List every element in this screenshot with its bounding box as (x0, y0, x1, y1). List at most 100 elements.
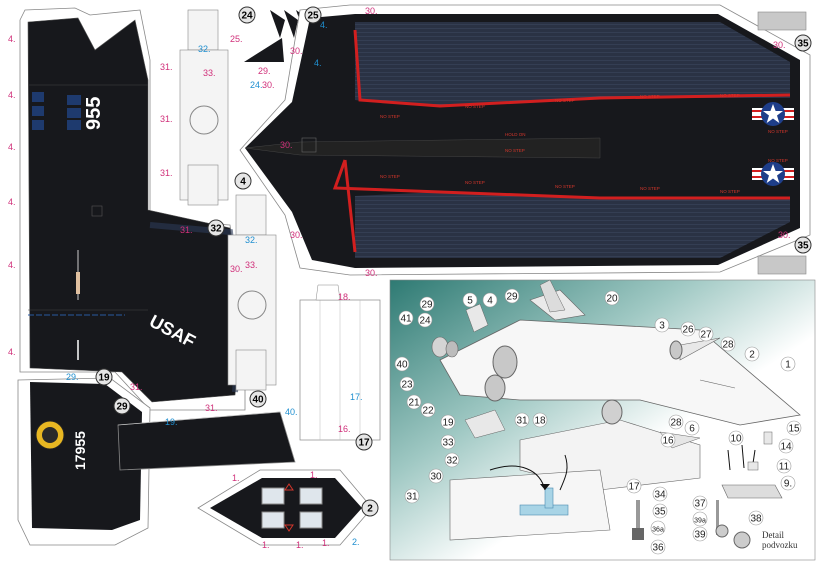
assembly-callout-number: 40 (396, 360, 408, 371)
assembly-callout: 31 (404, 488, 420, 504)
hold-label: HOLD ON (505, 132, 526, 137)
part-label: 2. (352, 537, 360, 547)
intake-tab-parts (757, 11, 807, 275)
assembly-diagram: Detail podvozku (389, 279, 816, 561)
detail-caption: podvozku (762, 540, 798, 550)
assembly-callout-number: 31 (406, 492, 418, 503)
assembly-callout-number: 29 (421, 300, 433, 311)
part-label: 4. (8, 34, 16, 44)
assembly-callout-number: 36 (652, 543, 664, 554)
assembly-callout-number: 37 (694, 499, 706, 510)
assembly-callout-number: 28 (722, 340, 734, 351)
part-label: 31. (160, 114, 173, 124)
nostep-label: NO STEP (555, 98, 575, 103)
part-label: 1. (322, 538, 330, 548)
assembly-callout-number: 19 (442, 418, 454, 429)
part-label: 32. (198, 44, 211, 54)
part-badge-number: 25 (307, 11, 319, 22)
assembly-callout-number: 36a (652, 527, 664, 534)
nostep-label: NO STEP (380, 114, 400, 119)
part-badge-number: 24 (241, 11, 253, 22)
hold-label: NO STEP (505, 148, 525, 153)
part-label: 29. (66, 372, 79, 382)
assembly-callout-number: 6 (689, 424, 695, 435)
assembly-callout-number: 28 (670, 418, 682, 429)
assembly-callout-number: 10 (730, 434, 742, 445)
part-label: 1. (310, 470, 318, 480)
assembly-callout: 15 (786, 420, 802, 436)
assembly-callout-number: 38 (750, 514, 762, 525)
assembly-callout: 32 (444, 452, 460, 468)
part-badge: 17 (355, 433, 373, 451)
part-badge-number: 19 (98, 373, 110, 384)
left-wing-part: 955 USAF (19, 7, 246, 411)
assembly-callout-number: 24 (419, 316, 431, 327)
assembly-callout: 39 (692, 526, 708, 542)
part-label: 4. (8, 260, 16, 270)
assembly-callout-number: 32 (446, 456, 458, 467)
assembly-callout-number: 1 (785, 360, 791, 371)
assembly-callout: 23 (399, 376, 415, 392)
assembly-callout-number: 9. (784, 479, 792, 490)
assembly-callout: 5 (462, 292, 478, 308)
assembly-callout-number: 3 (659, 321, 665, 332)
assembly-callout-number: 41 (400, 314, 412, 325)
assembly-callout: 3 (654, 317, 670, 333)
assembly-callout: 14 (778, 438, 794, 454)
assembly-callout: 39a (692, 511, 708, 527)
part-labels: 4.4.4.4.4.4.4.31.31.31.31.31.31.30.30.30… (8, 6, 791, 550)
part-label: 31. (130, 382, 143, 392)
assembly-callout-number: 39 (694, 530, 706, 541)
part-label: 16. (338, 424, 351, 434)
assembly-callout: 40 (394, 356, 410, 372)
part-badge: 2 (361, 499, 379, 517)
assembly-callout: 16 (660, 432, 676, 448)
part-label: 1. (262, 540, 270, 550)
part-label: 30. (290, 46, 303, 56)
part-label: 29. (258, 66, 271, 76)
part-label: 30. (280, 140, 293, 150)
nostep-label: NO STEP (640, 186, 660, 191)
strip-part-40 (117, 411, 296, 471)
nostep-label: NO STEP (465, 104, 485, 109)
assembly-callout: 19 (440, 414, 456, 430)
usaf-roundel-upper (752, 102, 794, 126)
tail-part-17955: 17955 (17, 377, 151, 546)
part-label: 4. (8, 197, 16, 207)
assembly-callout-number: 14 (780, 442, 792, 453)
assembly-callout-number: 26 (682, 325, 694, 336)
serial-number-17955: 17955 (72, 431, 88, 470)
part-badge-number: 2 (367, 504, 373, 515)
assembly-callout-number: 34 (654, 490, 666, 501)
assembly-callout: 18 (532, 412, 548, 428)
part-badge-number: 32 (210, 224, 222, 235)
assembly-callout: 11 (776, 458, 792, 474)
nostep-label: NO STEP (640, 94, 660, 99)
assembly-callout-number: 4 (487, 296, 493, 307)
part-badge: 25 (304, 6, 322, 24)
assembly-callout-number: 31 (516, 416, 528, 427)
part-label: 30. (230, 264, 243, 274)
assembly-callout: 22 (420, 402, 436, 418)
part-label: 31. (205, 403, 218, 413)
assembly-callout: 36 (650, 539, 666, 555)
assembly-callout-number: 27 (700, 330, 712, 341)
assembly-callout-number: 18 (534, 416, 546, 427)
assembly-callout: 28 (720, 336, 736, 352)
assembly-callout-number: 39a (694, 518, 706, 525)
assembly-callout-number: 11 (779, 462, 790, 473)
part-badge: 19 (95, 368, 113, 386)
landing-gear-detail (632, 431, 783, 549)
assembly-callout: 4 (482, 292, 498, 308)
part-badge-number: 35 (797, 39, 809, 50)
assembly-callout: 30 (428, 468, 444, 484)
assembly-callout: 21 (406, 394, 422, 410)
assembly-callout: 1 (780, 356, 796, 372)
part-label: 4. (8, 142, 16, 152)
part-label: 4. (8, 347, 16, 357)
assembly-callout: 41 (398, 310, 414, 326)
part-badge: 24 (238, 6, 256, 24)
